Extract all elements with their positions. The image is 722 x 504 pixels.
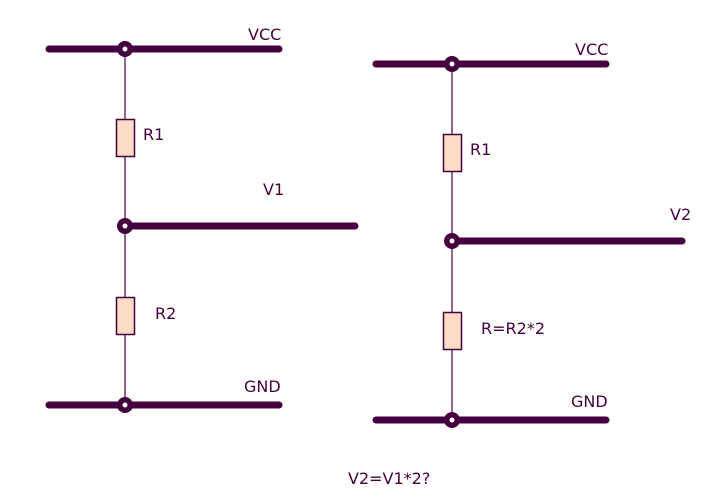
- left-circuit: VCC R1 V1 R2 GND: [45, 25, 359, 413]
- right-vcc-junction: [444, 56, 460, 72]
- right-gnd-label: GND: [571, 392, 608, 411]
- left-vcc-label: VCC: [248, 25, 281, 44]
- right-resistor-r1[interactable]: [442, 133, 463, 173]
- left-vcc-junction: [117, 41, 133, 57]
- right-gnd-junction: [444, 412, 460, 428]
- left-resistor-r2[interactable]: [115, 296, 136, 336]
- right-circuit: VCC R1 V2 R=R2*2 GND: [372, 40, 691, 428]
- left-r1-label: R1: [143, 125, 164, 144]
- left-r2-label: R2: [155, 304, 176, 323]
- left-v1-label: V1: [263, 180, 284, 199]
- right-vcc-label: VCC: [575, 40, 608, 59]
- right-resistor-r[interactable]: [442, 311, 463, 351]
- left-gnd-label: GND: [244, 377, 281, 396]
- right-r-label: R=R2*2: [481, 319, 545, 338]
- left-gnd-junction: [117, 397, 133, 413]
- question-text: V2=V1*2?: [348, 469, 430, 488]
- right-v2-junction: [444, 233, 460, 249]
- right-r1-label: R1: [470, 140, 491, 159]
- right-v2-label: V2: [670, 205, 691, 224]
- left-resistor-r1[interactable]: [115, 118, 136, 158]
- left-v1-junction: [117, 218, 133, 234]
